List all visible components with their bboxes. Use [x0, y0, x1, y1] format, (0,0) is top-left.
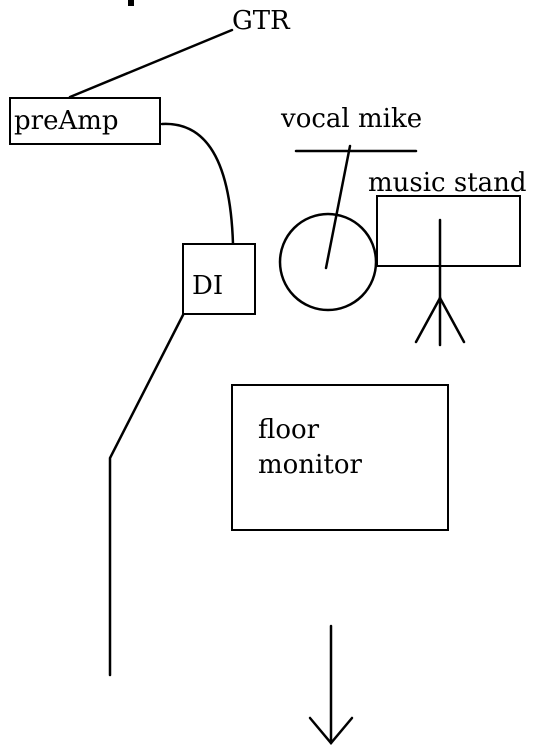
music-stand-leg-right — [438, 296, 466, 344]
music-stand-box — [376, 195, 521, 267]
vocal-mike-boom — [324, 144, 352, 270]
clipped-title-fragment — [128, 0, 134, 6]
floor-monitor-label-line2: monitor — [258, 450, 362, 480]
gtr-cable — [68, 28, 234, 99]
vocal-mike-label: vocal mike — [280, 104, 422, 134]
preamp-box — [9, 97, 161, 145]
gtr-label: GTR — [232, 6, 291, 36]
music-stand-leg-left — [414, 296, 442, 344]
di-output-cable — [108, 313, 185, 677]
di-label: DI — [192, 271, 223, 301]
preamp-to-di-cable — [160, 122, 235, 246]
preamp-label: preAmp — [14, 106, 119, 136]
music-stand-label: music stand — [368, 168, 527, 198]
floor-monitor-label-line1: floor — [258, 415, 320, 445]
di-box — [182, 243, 256, 315]
floor-monitor-box — [231, 384, 449, 531]
audience-arrow-head — [308, 716, 354, 745]
